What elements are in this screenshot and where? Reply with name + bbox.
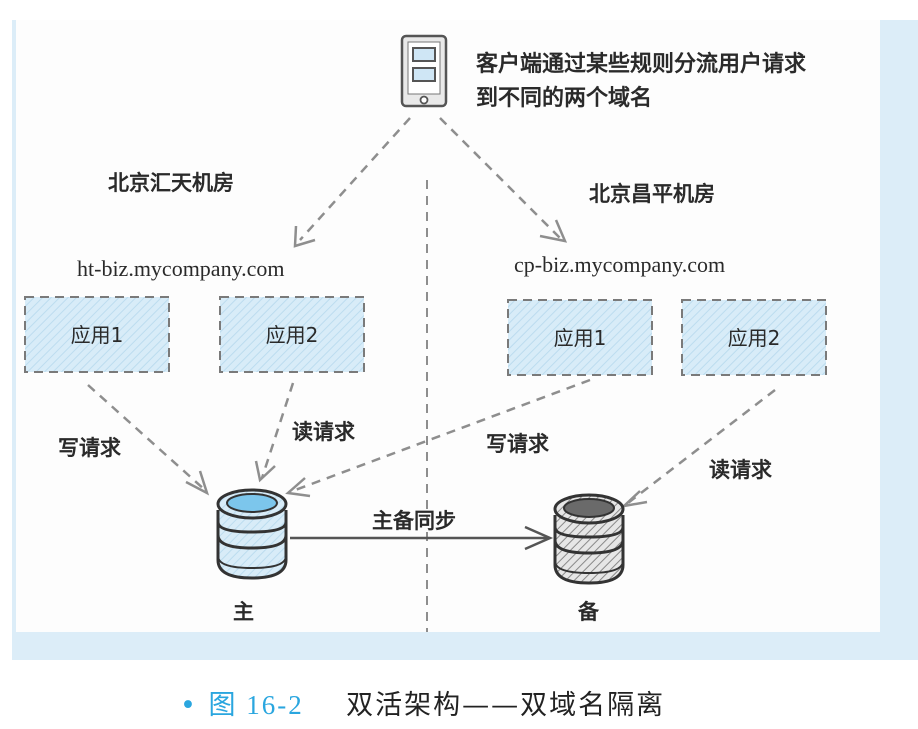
arrow-left-read bbox=[254, 382, 295, 483]
arrow-left-write bbox=[87, 384, 210, 496]
caption-bullet: • bbox=[180, 690, 198, 721]
client-note-line1: 客户端通过某些规则分流用户请求 bbox=[476, 52, 807, 77]
left-domain: ht-biz.mycompany.com bbox=[77, 256, 285, 281]
right-app2-label: 应用2 bbox=[727, 325, 781, 350]
left-write-label: 写请求 bbox=[58, 436, 121, 460]
client-note-line2: 到不同的两个域名 bbox=[476, 86, 653, 111]
right-app2-box bbox=[681, 299, 827, 376]
right-read-label: 读请求 bbox=[709, 458, 772, 482]
arrow-sync bbox=[290, 525, 554, 551]
caption-number: 图 16-2 bbox=[208, 690, 304, 720]
caption-title: 双活架构——双域名隔离 bbox=[346, 690, 666, 721]
standby-database-icon bbox=[553, 493, 625, 585]
figure-caption: • 图 16-2 双活架构——双域名隔离 bbox=[180, 683, 665, 722]
left-datacenter-title: 北京汇天机房 bbox=[108, 171, 234, 195]
arrow-right-write bbox=[285, 378, 591, 498]
right-write-label: 写请求 bbox=[486, 432, 549, 456]
standby-db-label: 备 bbox=[578, 600, 599, 624]
right-app1-label: 应用1 bbox=[553, 325, 607, 350]
right-datacenter-title: 北京昌平机房 bbox=[589, 182, 715, 206]
left-app1-label: 应用1 bbox=[70, 322, 124, 347]
right-domain: cp-biz.mycompany.com bbox=[514, 252, 726, 277]
left-app2-box bbox=[219, 296, 365, 373]
primary-db-label: 主 bbox=[233, 600, 254, 624]
left-app1-box bbox=[24, 296, 170, 373]
right-app1-box bbox=[507, 299, 653, 376]
arrow-client-to-right bbox=[439, 117, 568, 243]
sync-label: 主备同步 bbox=[372, 509, 456, 533]
left-read-label: 读请求 bbox=[292, 420, 355, 444]
arrow-right-read bbox=[620, 389, 776, 508]
primary-database-icon bbox=[216, 488, 288, 580]
arrow-client-to-left bbox=[293, 117, 411, 248]
left-app2-label: 应用2 bbox=[265, 322, 319, 347]
mobile-phone-icon bbox=[400, 34, 448, 108]
